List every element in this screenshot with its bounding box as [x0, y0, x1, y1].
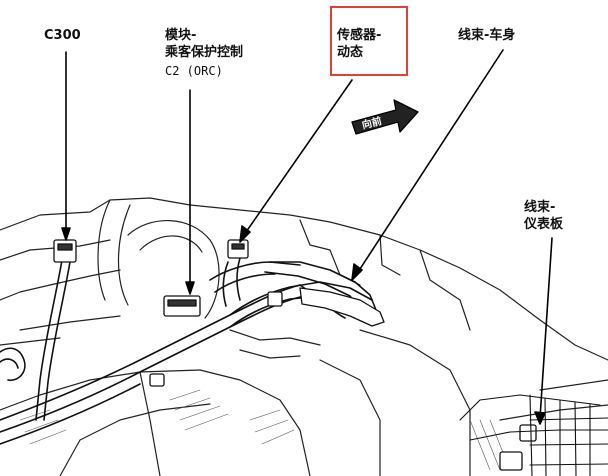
label-module-line3: C2 (ORC) [165, 64, 223, 78]
connectors [53, 239, 537, 471]
sensor-highlight-box [330, 6, 408, 76]
body-structure [0, 197, 608, 476]
label-harness-ip-line2: 仪表板 [524, 217, 564, 232]
forward-arrow [351, 99, 419, 135]
label-harness-body: 线束-车身 [458, 28, 516, 43]
hatching [19, 389, 511, 471]
label-c300: C300 [44, 28, 81, 43]
clip-bracket [299, 287, 385, 327]
leader-lines [61, 49, 553, 425]
label-module-line2: 乘客保护控制 [165, 45, 244, 60]
label-harness-ip-line1: 线束- [524, 200, 556, 215]
label-module-line1: 模块- [165, 28, 197, 43]
ip-harness-area [459, 394, 608, 476]
label-sensor-line2: 动态 [337, 45, 364, 60]
label-sensor-line1: 传感器- [337, 28, 382, 43]
